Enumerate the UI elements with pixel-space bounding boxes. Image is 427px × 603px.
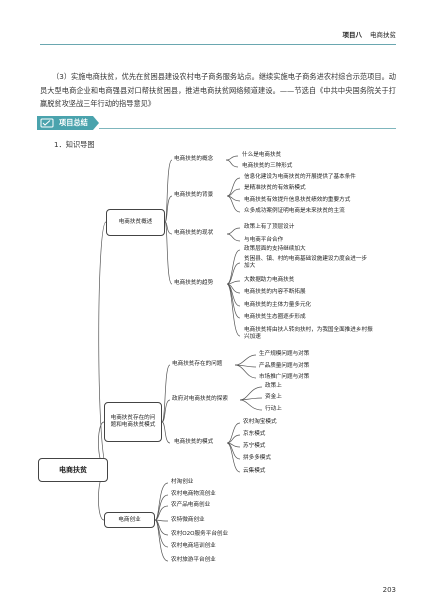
page-number: 203 bbox=[382, 586, 396, 594]
leaf-item: 资金上 bbox=[265, 394, 282, 400]
leaf-item: 大数据助力电商扶贫 bbox=[244, 277, 295, 283]
leaf-item: 村淘创业 bbox=[171, 479, 194, 485]
leaf-item: 贫困县、镇、村的电商基础设施建设力度会进一步加大 bbox=[244, 256, 368, 269]
mindmap-branch-entrepreneurship: 电商创业 bbox=[104, 512, 155, 528]
node-background: 电商扶贫的背景 bbox=[174, 192, 214, 198]
leaf-item: 行动上 bbox=[265, 406, 282, 412]
intro-paragraph: （3）实施电商扶贫，优先在贫困县建设农村电子商务服务站点。继续实施电子商务进农村… bbox=[40, 70, 396, 111]
leaf-item: 信息化建设为电商扶贫的开展提供了基本条件 bbox=[244, 174, 356, 180]
leaf-item: 农村旅游平台创业 bbox=[171, 557, 216, 563]
leaf-item: 政策层面的支持继续加大 bbox=[244, 246, 306, 252]
header-chapter: 项目八 bbox=[342, 31, 363, 39]
leaf-item: 电商扶贫的主体力量多元化 bbox=[244, 302, 312, 308]
leaf-item: 政策上有了顶层设计 bbox=[244, 224, 295, 230]
leaf-item: 市场推广问题与对策 bbox=[259, 374, 310, 380]
node-problems: 电商扶贫存在的问题 bbox=[172, 361, 223, 367]
leaf-item: 农村电商物流创业 bbox=[171, 491, 216, 497]
leaf-item: 电商扶贫将由扶人转向扶村，为我国全面推进乡村振兴加速 bbox=[244, 327, 373, 340]
leaf-item: 是精准扶贫的有效新模式 bbox=[244, 185, 306, 191]
leaf-item: 农村淘宝模式 bbox=[243, 419, 277, 425]
banner-shape bbox=[37, 116, 99, 130]
subheading: 1．知识导图 bbox=[54, 140, 95, 149]
node-concept: 电商扶贫的概念 bbox=[174, 156, 214, 162]
mindmap-branch-problems-models: 电商扶贫存在的问题和电商扶贫模式 bbox=[104, 402, 162, 442]
checklist-icon bbox=[40, 118, 54, 128]
leaf-item: 农产品电商创业 bbox=[171, 502, 211, 508]
leaf-item: 生产规模问题与对策 bbox=[259, 351, 310, 357]
mindmap-root: 电商扶贫 bbox=[38, 458, 108, 482]
leaf-item: 众多成功案例证明电商是未来扶贫的主流 bbox=[244, 208, 345, 214]
leaf-item: 产品质量问题与对策 bbox=[259, 363, 310, 369]
leaf-item: 电商扶贫的内容不断拓展 bbox=[244, 289, 306, 295]
running-header: 项目八电商扶贫 bbox=[40, 27, 397, 41]
node-status: 电商扶贫的现状 bbox=[174, 230, 214, 236]
section-banner: 项目总结 bbox=[37, 116, 99, 130]
section-title: 项目总结 bbox=[59, 118, 88, 127]
header-project-name: 电商扶贫 bbox=[370, 31, 396, 39]
leaf-item: 与电商平台合作 bbox=[244, 237, 284, 243]
leaf-item: 电商扶贫有效提升信息扶贫绩效的重要方式 bbox=[244, 197, 351, 203]
leaf-item: 什么是电商扶贫 bbox=[242, 152, 282, 158]
leaf-item: 农特微商创业 bbox=[171, 517, 205, 523]
leaf-item: 农村电商培训创业 bbox=[171, 543, 216, 549]
header-rule bbox=[40, 44, 396, 45]
leaf-item: 政策上 bbox=[265, 383, 282, 389]
section-rule bbox=[99, 128, 396, 129]
leaf-item: 农村O2O服务平台创业 bbox=[171, 531, 229, 537]
intro-text: （3）实施电商扶贫，优先在贫困县建设农村电子商务服务站点。继续实施电子商务进农村… bbox=[40, 72, 396, 108]
leaf-item: 电商扶贫的三种形式 bbox=[242, 163, 293, 169]
node-government-exploration: 政府对电商扶贫的探索 bbox=[172, 396, 228, 402]
mindmap-branch-overview: 电商扶贫概述 bbox=[106, 209, 165, 236]
leaf-item: 电商扶贫生态圈逐步形成 bbox=[244, 314, 306, 320]
leaf-item: 云集模式 bbox=[243, 468, 266, 474]
node-trend: 电商扶贫的趋势 bbox=[174, 280, 214, 286]
header-title: 项目八电商扶贫 bbox=[343, 29, 397, 39]
node-models: 电商扶贫的模式 bbox=[174, 439, 214, 445]
leaf-item: 苏宁模式 bbox=[243, 443, 266, 449]
leaf-item: 京东模式 bbox=[243, 431, 266, 437]
leaf-item: 拼多多模式 bbox=[243, 455, 271, 461]
